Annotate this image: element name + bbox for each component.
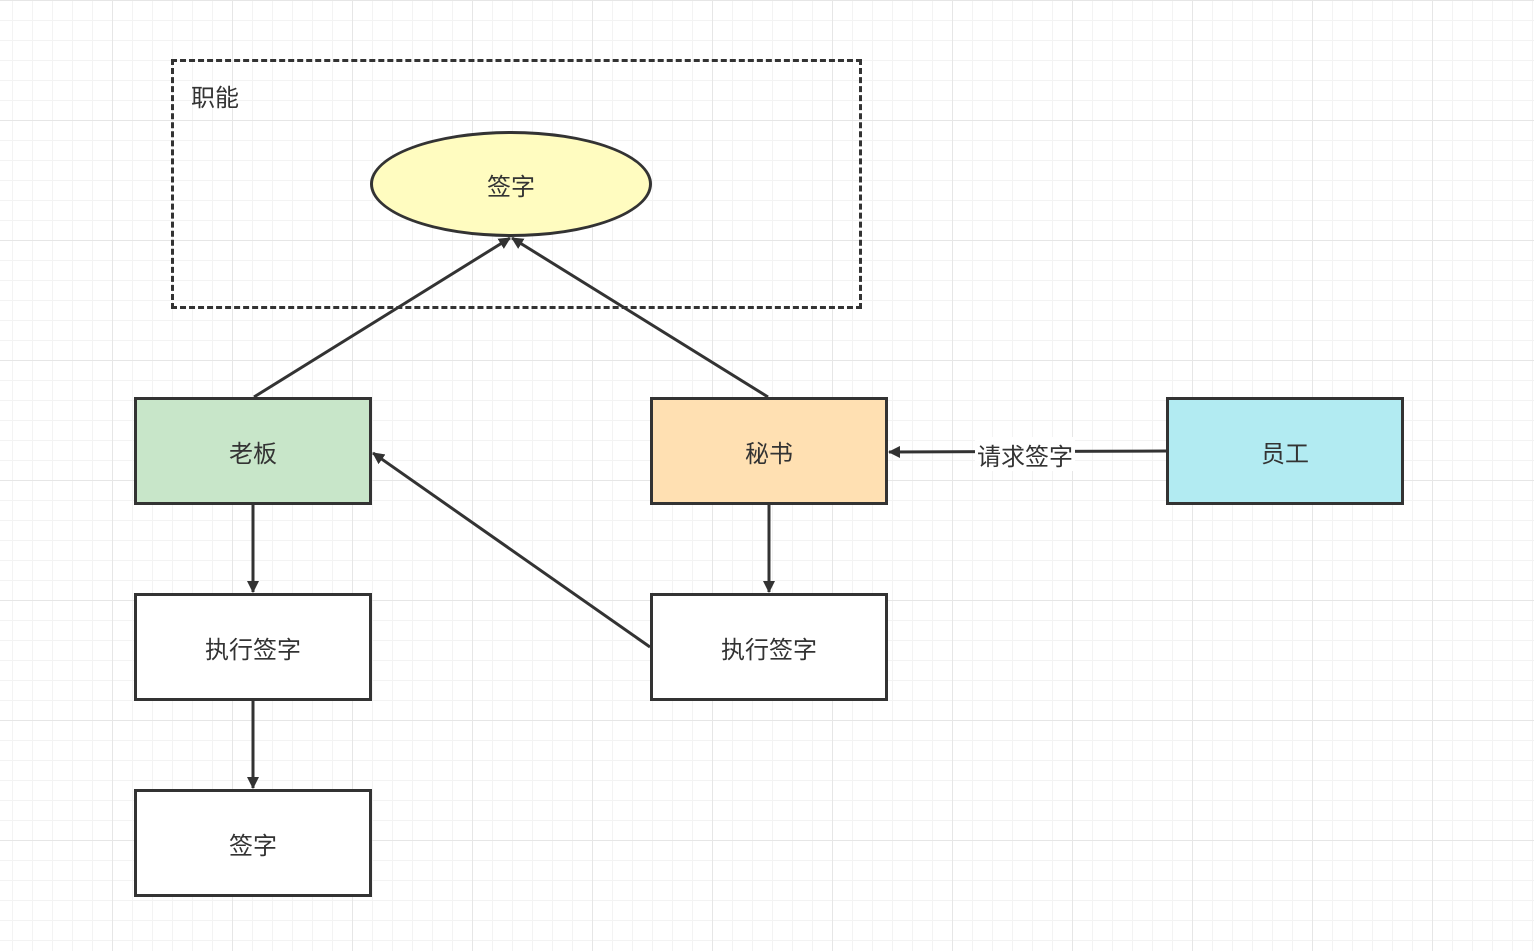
secretary-label: 秘书 (745, 439, 793, 468)
edge-secretary-to-function (511, 236, 769, 399)
boss-execute-node[interactable]: 执行签字 (134, 593, 372, 701)
secretary-execute-label: 执行签字 (721, 635, 817, 664)
secretary-execute-node[interactable]: 执行签字 (650, 593, 888, 701)
boss-sign-label: 签字 (229, 831, 277, 860)
boss-sign-node[interactable]: 签字 (134, 789, 372, 897)
employee-node[interactable]: 员工 (1166, 397, 1404, 505)
function-sign-label: 签字 (487, 172, 535, 201)
boss-execute-label: 执行签字 (205, 635, 301, 664)
employee-label: 员工 (1261, 439, 1309, 468)
boss-node[interactable]: 老板 (134, 397, 372, 505)
secretary-node[interactable]: 秘书 (650, 397, 888, 505)
function-group[interactable] (171, 59, 862, 309)
edge-secretary-execute-to-boss (372, 451, 651, 649)
function-group-label: 职能 (191, 84, 239, 112)
function-sign-node[interactable]: 签字 (370, 131, 652, 237)
edge-boss-to-function (253, 236, 511, 399)
request-sign-edge-label: 请求签字 (975, 437, 1075, 471)
boss-label: 老板 (229, 439, 277, 468)
